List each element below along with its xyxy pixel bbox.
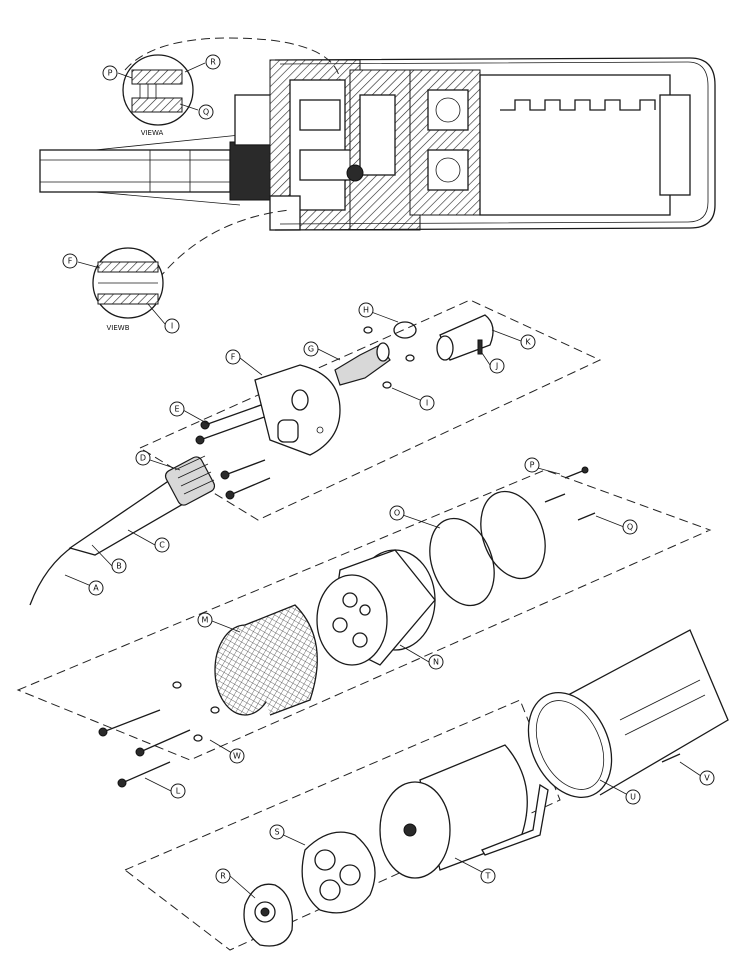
- svg-text:S: S: [274, 828, 279, 837]
- o-ring-h: [393, 321, 417, 339]
- callout-labels: A B C D E F G H I J K L M N O P Q R S T …: [62, 54, 715, 884]
- screws-l: [98, 709, 191, 788]
- o-ring-small-1: [363, 326, 373, 334]
- callout-s: S: [269, 824, 285, 840]
- valve-k: [436, 314, 494, 361]
- svg-text:V: V: [704, 774, 710, 783]
- housing-n: [316, 549, 436, 666]
- svg-text:K: K: [525, 338, 531, 347]
- callout-d: D: [135, 450, 151, 466]
- svg-text:A: A: [93, 584, 99, 593]
- svg-text:M: M: [202, 616, 209, 625]
- svg-text:P: P: [108, 69, 113, 78]
- callout-g: G: [303, 341, 319, 357]
- o-ring-large-2: [480, 490, 546, 580]
- svg-text:P: P: [530, 461, 535, 470]
- callout-a: A: [88, 580, 104, 596]
- cable-section: [39, 134, 241, 206]
- bracket-r: [243, 883, 294, 947]
- svg-text:T: T: [485, 872, 491, 881]
- svg-text:Q: Q: [203, 108, 209, 117]
- o-ring-large-1: [429, 517, 495, 607]
- fitting-g: [334, 342, 391, 386]
- svg-text:F: F: [68, 257, 73, 266]
- svg-text:I: I: [426, 399, 428, 408]
- callout-view-a-r: R: [205, 54, 221, 70]
- o-ring-small-2: [405, 354, 415, 362]
- svg-text:J: J: [495, 362, 498, 371]
- svg-text:I: I: [171, 322, 173, 331]
- outer-shell: [274, 57, 716, 231]
- callout-q: Q: [622, 519, 638, 535]
- svg-text:H: H: [363, 306, 369, 315]
- callout-view-a-p: P: [102, 65, 118, 81]
- callout-h: H: [358, 302, 374, 318]
- callout-j: J: [489, 358, 505, 374]
- svg-text:E: E: [174, 405, 179, 414]
- callout-n: N: [428, 654, 444, 670]
- callout-k: K: [520, 334, 536, 350]
- view-a-label: VIEWA: [141, 129, 164, 137]
- callout-o: O: [389, 505, 405, 521]
- motor-housing-section: [409, 69, 691, 216]
- screw-v: [661, 753, 681, 763]
- o-ring-i: [382, 381, 392, 389]
- callout-p: P: [524, 457, 540, 473]
- svg-text:C: C: [159, 541, 165, 550]
- svg-text:N: N: [433, 658, 439, 667]
- svg-text:B: B: [116, 562, 122, 571]
- callout-u: U: [625, 789, 641, 805]
- callout-c: C: [154, 537, 170, 553]
- svg-text:D: D: [140, 454, 146, 463]
- svg-text:Q: Q: [627, 523, 633, 532]
- callout-r: R: [215, 868, 231, 884]
- svg-text:O: O: [394, 509, 400, 518]
- svg-text:R: R: [220, 872, 226, 881]
- cross-section-assembly: [39, 37, 716, 291]
- callout-m: M: [197, 612, 213, 628]
- svg-text:F: F: [231, 353, 236, 362]
- svg-text:L: L: [176, 787, 181, 796]
- callout-v: V: [699, 770, 715, 786]
- callout-b: B: [111, 558, 127, 574]
- svg-text:U: U: [630, 793, 636, 802]
- screen-m: [214, 604, 318, 716]
- callout-w: W: [229, 748, 245, 764]
- motor-t: [379, 744, 549, 879]
- svg-text:G: G: [308, 345, 314, 354]
- svg-text:W: W: [233, 752, 241, 761]
- svg-text:R: R: [210, 58, 216, 67]
- exploded-group-rear: [124, 629, 729, 951]
- exploded-group-middle: [16, 466, 712, 788]
- mounting-bracket: [254, 364, 341, 456]
- callout-t: T: [480, 868, 496, 884]
- callout-i: I: [419, 395, 435, 411]
- view-b-label: VIEWB: [107, 324, 130, 332]
- callout-view-b-i: I: [164, 318, 180, 334]
- outer-shell-u: [527, 629, 729, 799]
- callout-view-b-f: F: [62, 253, 78, 269]
- screws-pq: [544, 466, 596, 521]
- detail-view-a: VIEWA: [117, 54, 206, 137]
- callout-view-a-q: Q: [198, 104, 214, 120]
- leader-lines: [64, 309, 705, 899]
- callout-l: L: [170, 783, 186, 799]
- callout-f: F: [225, 349, 241, 365]
- front-housing-section: [229, 59, 421, 231]
- plate-s: [301, 831, 376, 914]
- callout-e: E: [169, 401, 185, 417]
- detail-view-b: VIEWB: [77, 247, 166, 332]
